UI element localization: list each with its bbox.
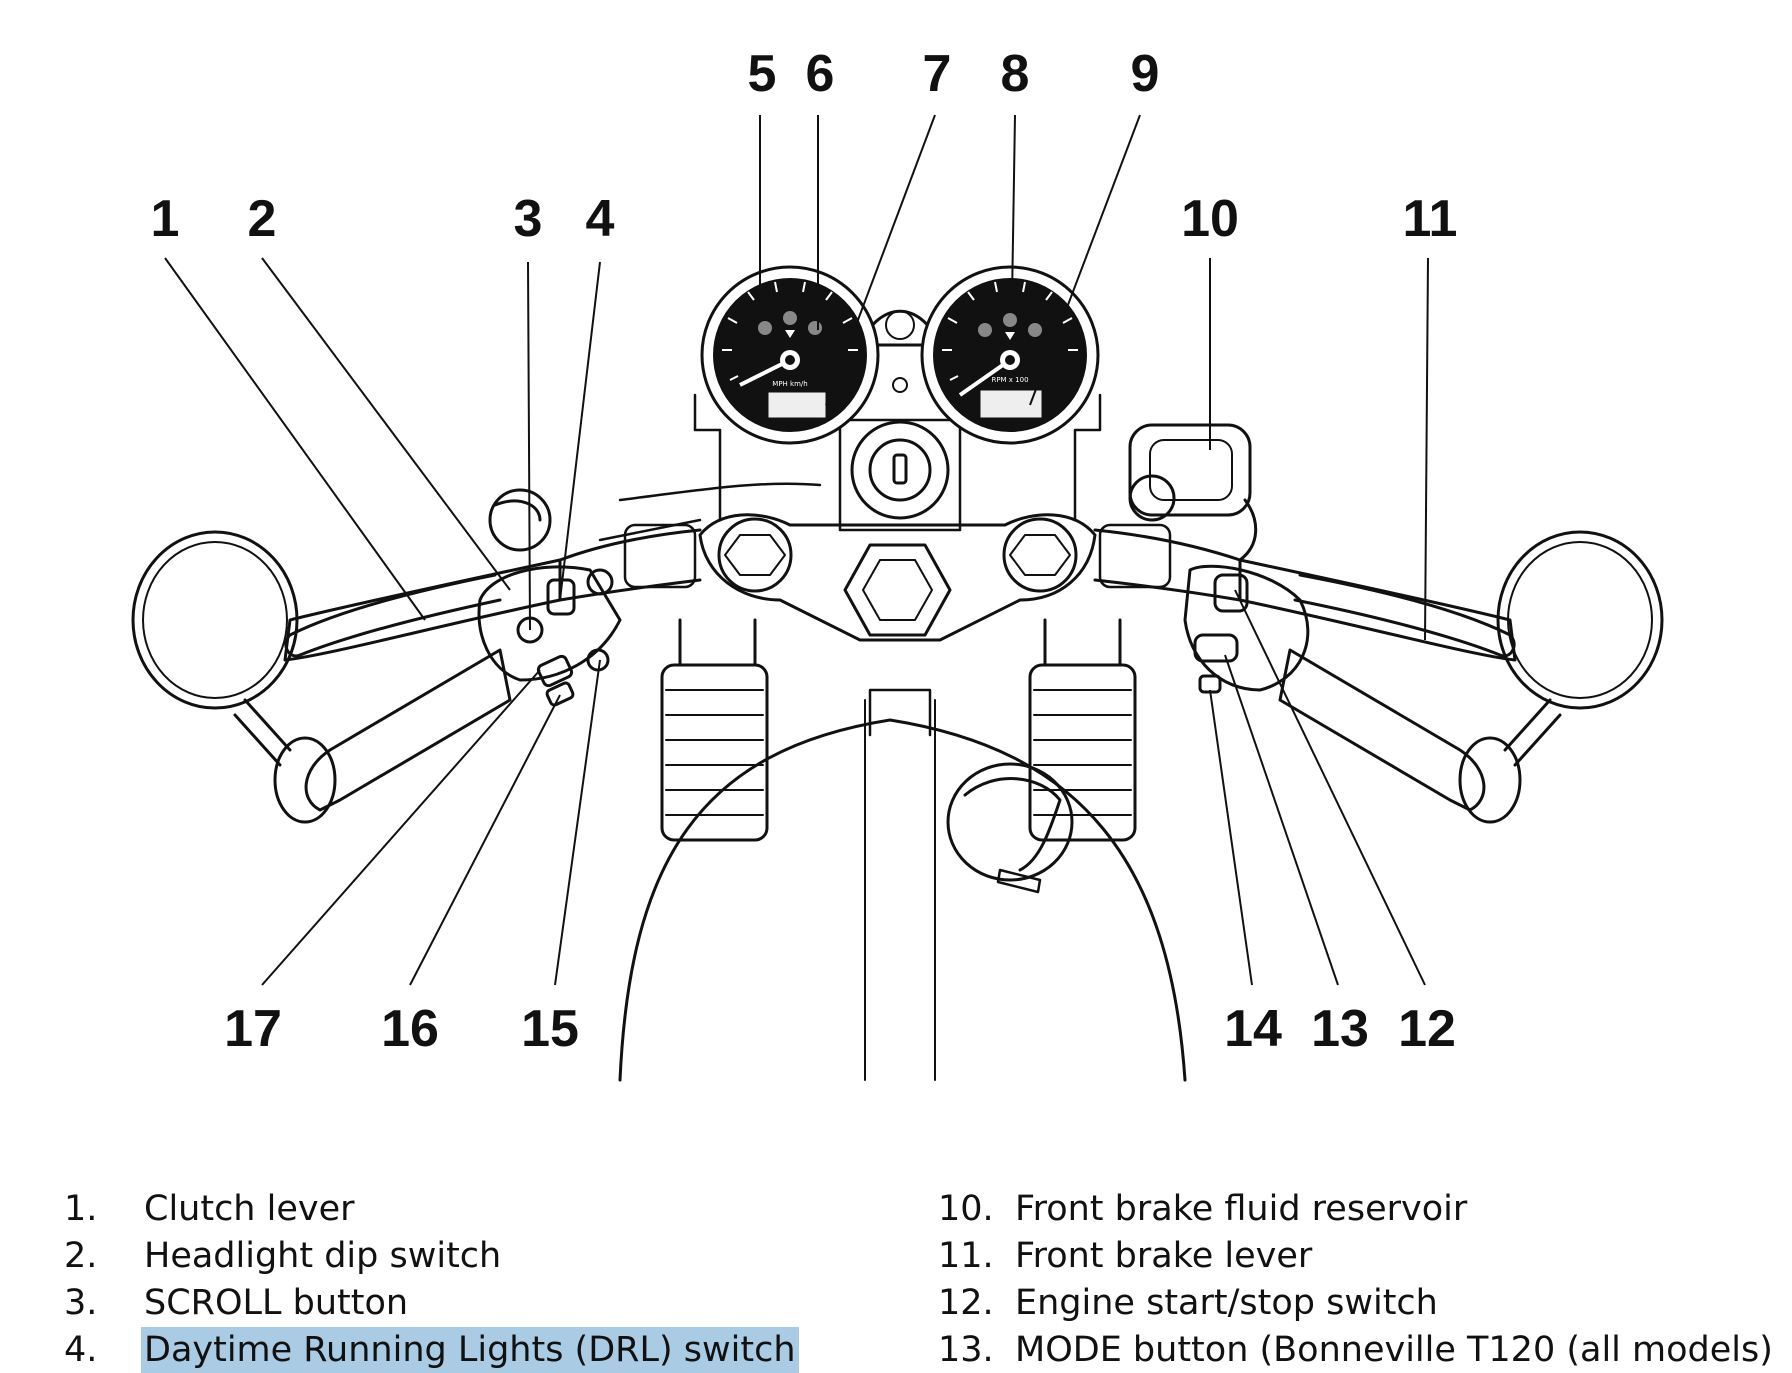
fork-right [1028,618,1137,842]
handlebar-left [283,528,702,662]
callout-14: 14 [1224,1000,1282,1058]
legend-label: Front brake fluid reservoir [1015,1189,1468,1229]
leader-lines [164,114,1429,986]
legend-label: MODE button (Bonneville T120 (all models… [1015,1330,1773,1370]
legend-index: 10. [938,1189,994,1229]
tacho-unit-label: RPM x 100 [991,376,1028,384]
legend-label: SCROLL button [144,1283,409,1323]
handlebar-right [1093,528,1517,662]
mirror-right [1496,530,1664,767]
speedo-unit-label: MPH km/h [772,380,807,388]
legend-item-1: 1. Clutch lever [64,1186,824,1232]
legend-item-10: 10. Front brake fluid reservoir [938,1186,1778,1232]
callout-8: 8 [1000,45,1030,103]
callout-4: 4 [585,190,615,248]
legend-label: Headlight dip switch [144,1236,502,1276]
fuel-cap [946,762,1074,894]
callout-12: 12 [1398,1000,1456,1058]
legend-index: 11. [938,1236,994,1276]
fork-left [660,618,769,842]
right-switch-cube [1183,564,1310,694]
legend-index: 13. [938,1330,994,1370]
legend-index: 4. [64,1330,98,1370]
left-grip [273,648,512,824]
legend-item-11: 11. Front brake lever [938,1233,1778,1279]
legend-item-12: 12. Engine start/stop switch [938,1280,1778,1326]
callout-3: 3 [513,190,543,248]
legend-label: Clutch lever [144,1189,355,1229]
right-grip [1278,648,1522,824]
tachometer: RPM x 100 [920,265,1100,445]
speedometer: MPH km/h [700,265,880,445]
legend-index: 3. [64,1283,98,1323]
callout-6: 6 [805,45,835,103]
brake-reservoir [1128,423,1258,562]
callout-5: 5 [747,45,777,103]
callout-7: 7 [922,45,952,103]
ignition-switch [838,418,962,532]
callout-17: 17 [224,1000,282,1058]
legend-item-2: 2. Headlight dip switch [64,1233,824,1279]
mirror-left [131,530,299,767]
legend-index: 1. [64,1189,98,1229]
left-switch-cube [477,565,622,707]
legend-label-highlighted: Daytime Running Lights (DRL) switch [141,1327,799,1373]
legend-item-13: 13. MODE button (Bonneville T120 (all mo… [938,1327,1778,1373]
callout-2: 2 [247,190,277,248]
brake-lever [1293,573,1516,658]
callout-10: 10 [1181,190,1239,248]
callout-15: 15 [521,1000,579,1058]
fuel-tank [618,688,1187,1082]
callout-11: 11 [1402,190,1458,248]
callout-9: 9 [1130,45,1160,103]
legend-item-3: 3. SCROLL button [64,1280,824,1326]
legend-index: 12. [938,1283,994,1323]
callout-1: 1 [150,190,180,248]
top-yoke [698,513,1097,642]
legend-label: Front brake lever [1015,1236,1313,1276]
clutch-lever [284,488,552,658]
legend-label: Engine start/stop switch [1015,1283,1438,1323]
legend-index: 2. [64,1236,98,1276]
callout-16: 16 [381,1000,439,1058]
callout-13: 13 [1311,1000,1369,1058]
legend-item-4: 4. Daytime Running Lights (DRL) switch [64,1327,824,1373]
